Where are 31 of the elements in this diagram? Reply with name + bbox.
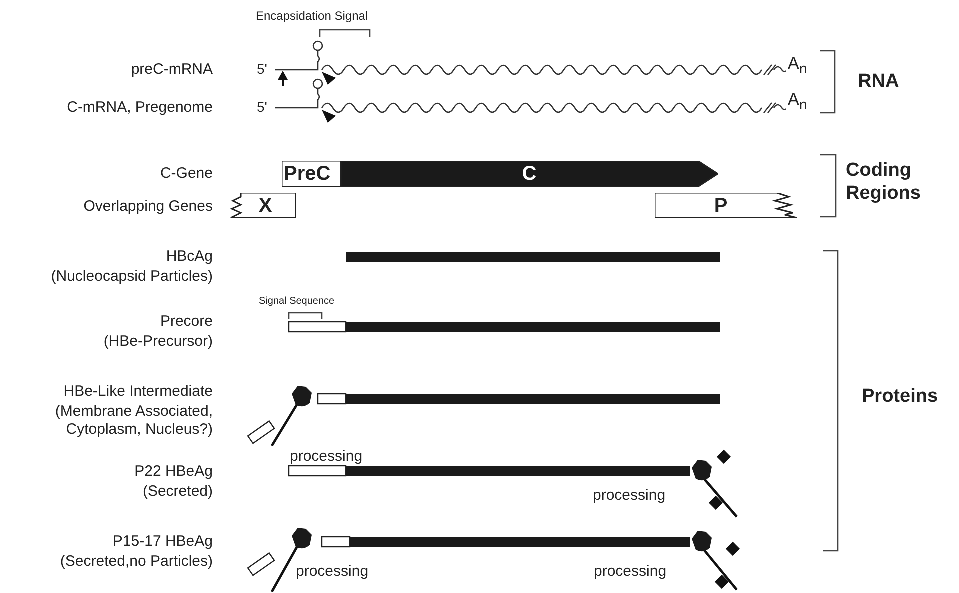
gene-box: P xyxy=(655,193,797,218)
gene-box: PreC xyxy=(282,161,341,187)
row-label: Precore xyxy=(160,313,213,331)
row-label: Overlapping Genes xyxy=(84,198,213,216)
processing-label: processing xyxy=(296,563,369,581)
end-label: 5' xyxy=(257,99,268,116)
end-label: 5' xyxy=(257,61,268,78)
row-label: P15-17 HBeAg xyxy=(112,533,213,551)
group-label: RNA xyxy=(858,71,900,94)
row-label: preC-mRNA xyxy=(131,61,213,79)
processing-label: processing xyxy=(593,487,666,505)
row-label: HBcAg xyxy=(166,248,213,266)
signal-label: Encapsidation Signal xyxy=(256,9,368,24)
processing-label: processing xyxy=(594,563,667,581)
row-label: P22 HBeAg xyxy=(134,463,213,481)
group-label: Coding Regions xyxy=(846,160,922,206)
gene-bar: C xyxy=(341,161,718,187)
poly-a-label: A$_{n}$ xyxy=(788,90,808,114)
row-label: C-Gene xyxy=(160,165,213,183)
row-label: (Nucleocapsid Particles) xyxy=(51,268,213,286)
signal-label: Signal Sequence xyxy=(259,296,335,308)
row-label: HBe-Like Intermediate xyxy=(64,383,213,401)
group-label: Proteins xyxy=(862,386,938,409)
row-label: (HBe-Precursor) xyxy=(104,333,213,351)
row-label: (Secreted,no Particles) xyxy=(60,553,213,571)
row-label: (Membrane Associated, Cytoplasm, Nucleus?) xyxy=(54,403,213,439)
processing-label: processing xyxy=(290,448,363,466)
gene-box: X xyxy=(229,193,296,218)
row-label: (Secreted) xyxy=(142,483,213,501)
poly-a-label: A$_{n}$ xyxy=(788,54,808,78)
row-label: C-mRNA, Pregenome xyxy=(67,99,213,117)
